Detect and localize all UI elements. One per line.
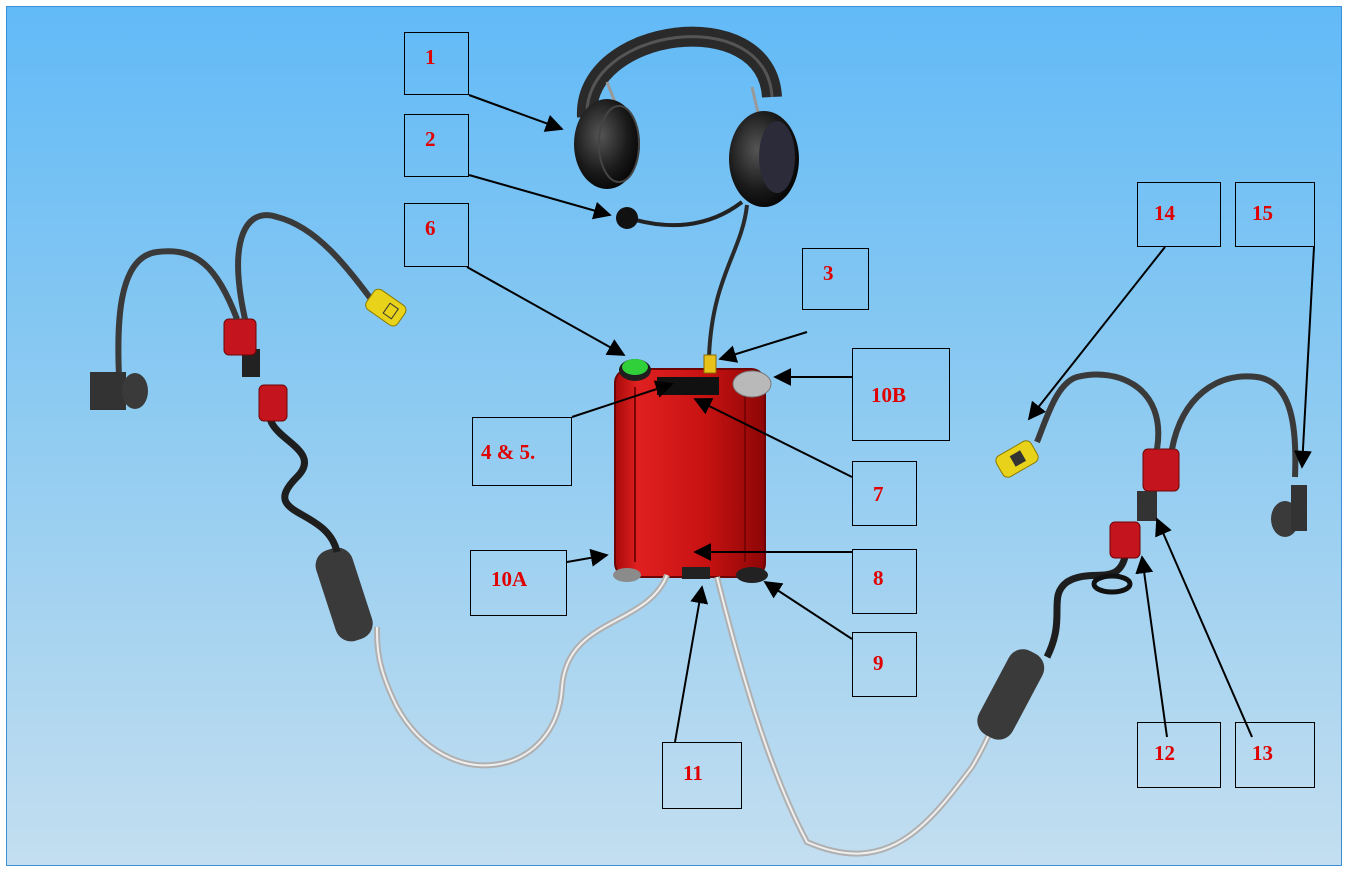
red-connector-icon: [223, 318, 257, 356]
label-14: 14: [1137, 182, 1221, 247]
leader-arrows: [466, 94, 1315, 743]
label-4-and-5: 4 & 5.: [472, 417, 572, 486]
green-button-icon: [622, 359, 648, 375]
label-13: 13: [1235, 722, 1315, 788]
label-3: 3: [802, 248, 869, 310]
battery-cap-icon: [732, 370, 772, 398]
label-10b: 10B: [852, 348, 950, 441]
label-7: 7: [852, 461, 917, 526]
diagram-frame: 1 2 6 3 10B 4 & 5. 7 10A 8 9 11 14 15 12…: [6, 6, 1342, 866]
left-push-to-talk-cable-icon: [90, 212, 407, 642]
red-connector-icon: [1142, 448, 1180, 492]
label-6: 6: [404, 203, 469, 267]
right-push-to-talk-cable-icon: [977, 371, 1307, 740]
headset-ear-cup-icon: [574, 99, 640, 189]
yellow-plug-icon: [995, 440, 1039, 478]
label-9: 9: [852, 632, 917, 697]
boom-microphone-icon: [616, 207, 638, 229]
headset-ear-cup-icon: [729, 111, 799, 207]
label-1: 1: [404, 32, 469, 95]
right-cable-icon: [714, 576, 1000, 857]
label-8: 8: [852, 549, 917, 614]
red-connector-icon: [1109, 521, 1141, 559]
label-10a: 10A: [470, 550, 567, 616]
headset-jack-icon: [703, 354, 717, 374]
yellow-plug-icon: [365, 288, 407, 327]
ear-piece-icon: [90, 372, 148, 410]
label-15: 15: [1235, 182, 1315, 247]
control-unit-icon: [613, 354, 772, 583]
label-2: 2: [404, 114, 469, 177]
headset-icon: [574, 26, 799, 358]
label-12: 12: [1137, 722, 1221, 788]
red-connector-icon: [258, 384, 288, 422]
equipment-diagram: [90, 26, 1315, 857]
label-11: 11: [662, 742, 742, 809]
ear-piece-icon: [1271, 485, 1307, 537]
